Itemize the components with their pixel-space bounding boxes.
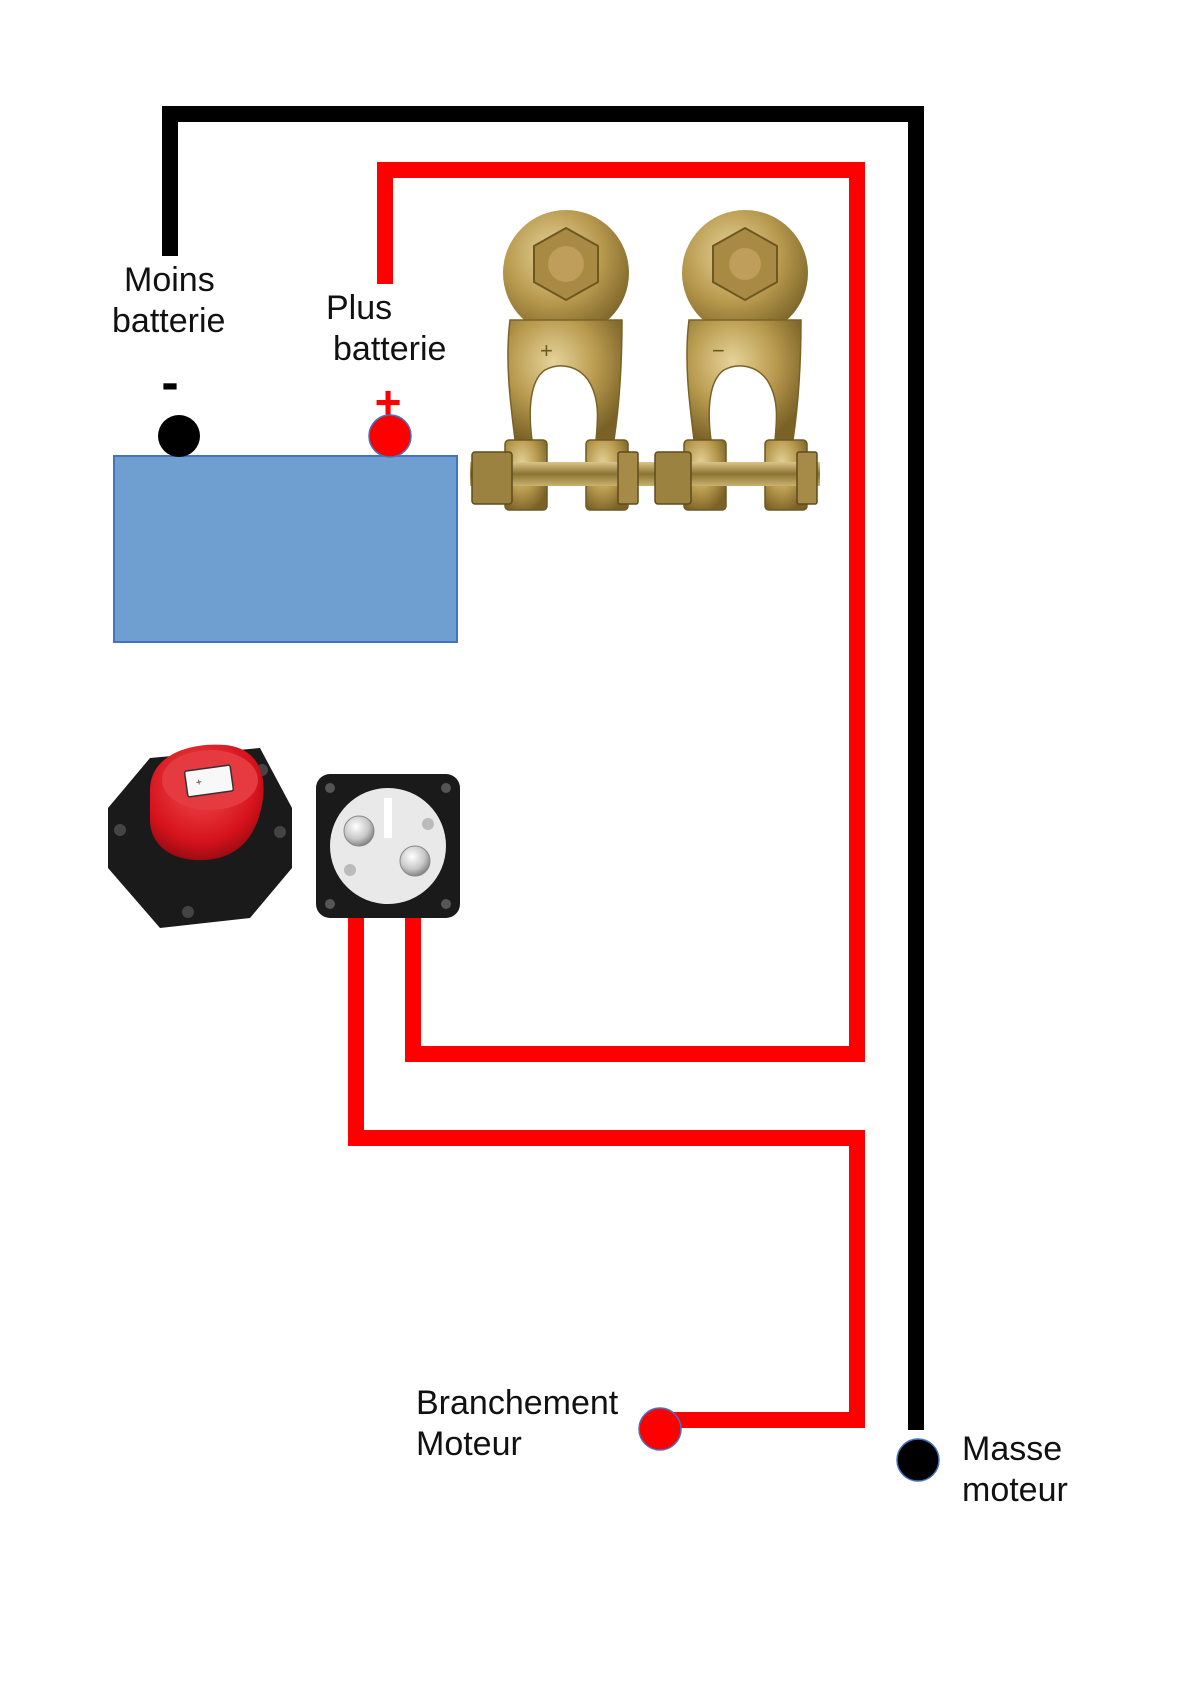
label-moins-batterie: Moins batterie [112, 261, 225, 340]
switch-front-view-icon: + [108, 744, 292, 928]
negative-terminal-clamp-icon: − [650, 210, 820, 511]
svg-text:batterie: batterie [333, 330, 446, 368]
svg-text:+: + [195, 777, 202, 789]
svg-text:+: + [540, 338, 553, 363]
motor-connection-point [638, 1407, 682, 1451]
minus-symbol: - [161, 354, 178, 412]
svg-text:Masse: Masse [962, 1430, 1062, 1468]
svg-text:Branchement: Branchement [416, 1384, 619, 1422]
positive-terminal-clamp-icon: + [470, 210, 650, 511]
svg-text:Moteur: Moteur [416, 1425, 522, 1463]
switch-terminal-right [399, 845, 431, 877]
svg-text:Moins: Moins [124, 261, 215, 299]
battery-positive-post [368, 414, 412, 458]
label-plus-batterie: Plus batterie [326, 289, 446, 368]
switch-rear-view-icon [316, 774, 460, 918]
switch-terminal-left [343, 815, 375, 847]
label-masse-moteur: Masse moteur [962, 1430, 1068, 1509]
battery-disconnect-switch: + [108, 744, 460, 928]
label-branchement-moteur: Branchement Moteur [416, 1384, 619, 1463]
negative-wire [162, 106, 924, 1430]
positive-wire-switch-to-motor [348, 869, 865, 1428]
svg-text:batterie: batterie [112, 302, 225, 340]
positive-wire-battery-to-switch [377, 162, 865, 1062]
plus-symbol: + [375, 376, 402, 428]
battery-negative-post [158, 415, 200, 457]
svg-text:Plus: Plus [326, 289, 392, 327]
motor-ground-point [896, 1438, 940, 1482]
battery-icon [113, 414, 458, 643]
svg-text:−: − [712, 338, 725, 363]
battery-terminal-clamps: + − [470, 210, 820, 511]
svg-text:moteur: moteur [962, 1471, 1068, 1509]
